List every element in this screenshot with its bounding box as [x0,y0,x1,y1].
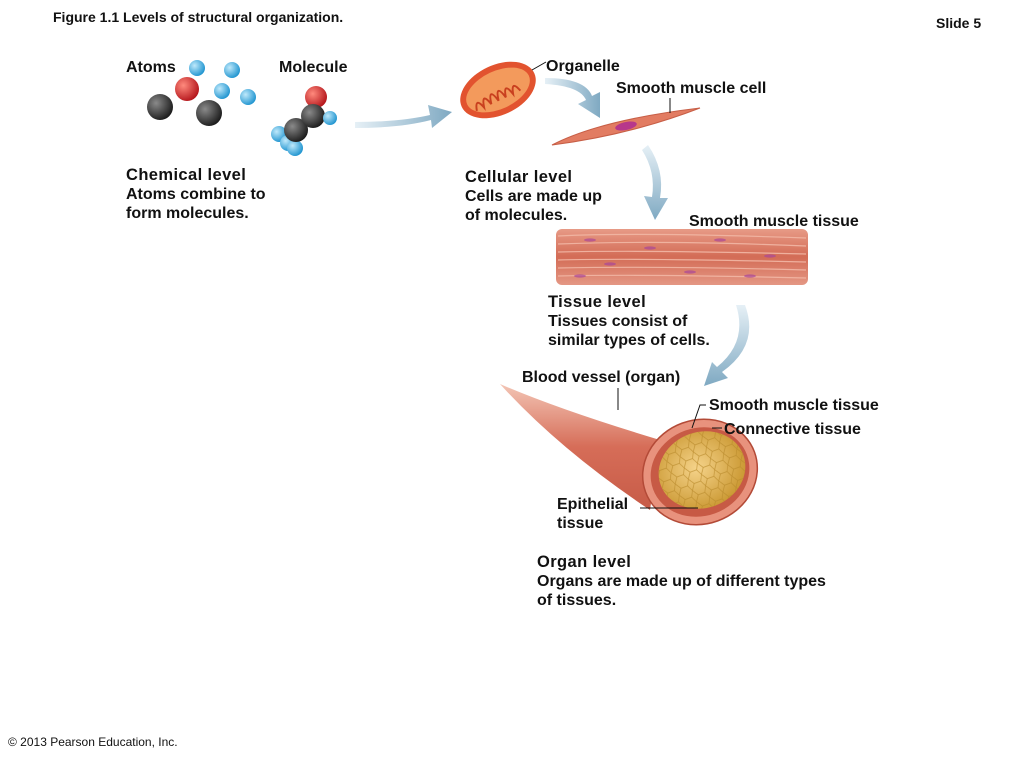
molecule-illustration [271,86,337,156]
chemical-level-title: Chemical level [126,166,247,184]
organelle-illustration [460,61,547,119]
smooth-muscle-cell-illustration [551,98,701,146]
tissue-level-block: Tissue level Tissues consist of similar … [548,293,710,350]
cellular-level-description: Cells are made up of molecules. [465,188,602,224]
arrow-organelle-to-cell [545,78,600,118]
slide-number: Slide 5 [936,15,982,31]
organ-level-block: Organ level Organs are made up of differ… [537,553,826,610]
organ-level-title: Organ level [537,553,632,571]
arrow-tissue-to-organ [704,305,750,386]
label-vessel-smooth-muscle-tissue: Smooth muscle tissue [709,397,879,414]
arrow-chemical-to-cellular [355,105,452,128]
label-blood-vessel: Blood vessel (organ) [522,369,681,386]
tissue-level-description: Tissues consist of similar types of cell… [548,313,710,349]
label-smooth-muscle-tissue: Smooth muscle tissue [689,213,859,230]
atoms-illustration [147,60,256,126]
smooth-muscle-tissue-illustration [556,229,808,285]
label-smooth-muscle-cell: Smooth muscle cell [616,80,767,97]
copyright-notice: © 2013 Pearson Education, Inc. [8,735,178,749]
label-connective-tissue: Connective tissue [724,421,861,438]
arrow-cellular-to-tissue [642,145,668,220]
figure-title: Figure 1.1 Levels of structural organiza… [53,9,344,25]
label-organelle: Organelle [546,58,620,75]
label-molecule: Molecule [279,59,348,76]
blood-vessel-illustration [500,384,759,526]
tissue-level-title: Tissue level [548,293,647,311]
chemical-level-description: Atoms combine to form molecules. [126,186,266,222]
label-epithelial-tissue: Epithelial tissue [557,496,629,532]
label-atoms: Atoms [126,59,176,76]
organ-level-description: Organs are made up of different types of… [537,573,826,609]
chemical-level-block: Chemical level Atoms combine to form mol… [126,166,266,223]
cellular-level-block: Cellular level Cells are made up of mole… [465,168,602,225]
cellular-level-title: Cellular level [465,168,573,186]
